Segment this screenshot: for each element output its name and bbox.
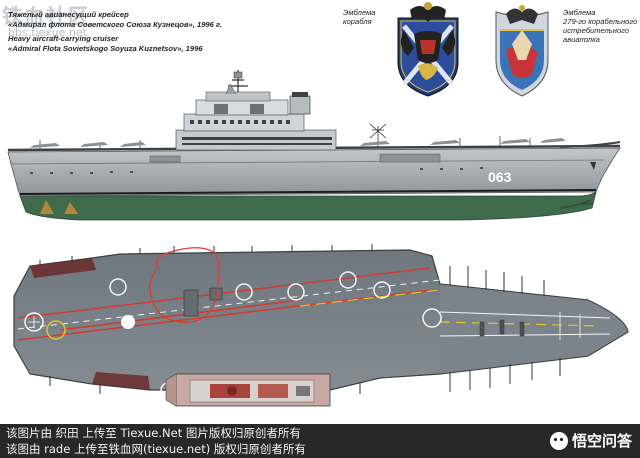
- hull-number: 063: [488, 169, 512, 185]
- ship-deck-plan: [13, 244, 629, 407]
- author-mark: ББ05: [582, 201, 593, 206]
- caption-english-title: Heavy aircraft-carrying cruiser: [8, 34, 119, 43]
- caption-russian-title: Тяжелый авианесущий крейсер: [8, 10, 129, 19]
- brand-name: 悟空问答: [571, 432, 632, 450]
- island-top-view: [165, 373, 331, 407]
- site-watermark: 铁血社区: [2, 4, 90, 28]
- eagle-crest-icon: [506, 5, 538, 24]
- footer-attribution-bar: 该图片由 织田 上传至 Tiexue.Net 图片版权归原创者所有 该图由 ra…: [0, 424, 640, 458]
- ship-emblem-shield: [397, 2, 459, 97]
- island-superstructure: [175, 70, 337, 151]
- regiment-emblem-shield: [495, 5, 549, 97]
- ship-side-profile: 063 ББ05: [7, 70, 621, 221]
- helicopter-landing-spots: [24, 271, 442, 398]
- brand-watermark: 悟空问答: [549, 430, 632, 451]
- double-headed-eagle-icon: [400, 2, 456, 63]
- caption-russian-subtitle: «Адмирал флота Советского Союза Кузнецов…: [8, 20, 223, 29]
- hand-drawn-annotation-circle: [149, 247, 220, 323]
- regiment-emblem-label: Эмблема 279-го корабельного истребительн…: [563, 8, 638, 44]
- caption-english-subtitle: «Admiral Flota Sovietskogo Soyuza Kuznet…: [8, 44, 203, 53]
- upload-credit-line-1: 该图片由 织田 上传至 Tiexue.Net 图片版权归原创者所有: [6, 426, 301, 440]
- ship-emblem-label: Эмблема корабля: [343, 8, 376, 26]
- wukong-logo-icon: [549, 431, 568, 450]
- site-url-watermark: bbs.tiexue.net: [8, 26, 87, 39]
- ship-illustration: 063 ББ05: [7, 2, 629, 407]
- upload-credit-line-2: 该图由 rade 上传至铁血网(tiexue.net) 版权归原创者所有: [6, 442, 306, 456]
